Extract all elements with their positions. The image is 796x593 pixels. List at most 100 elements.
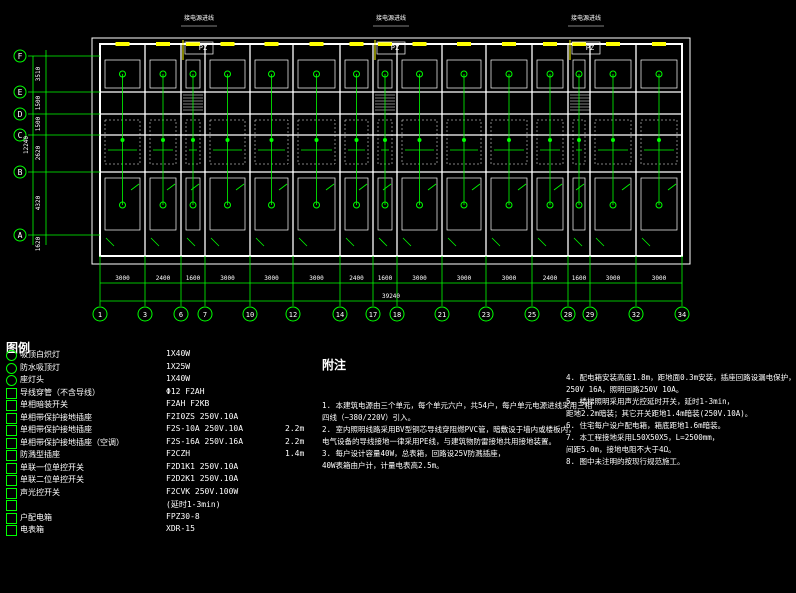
lamp-fixture [416,70,423,78]
room-box [297,119,336,165]
legend-symbol-icon [6,450,17,461]
legend-spec: F2CVK 250V.100W [166,486,239,496]
junction-dot [417,138,422,142]
window [186,42,200,46]
wire-branch [378,237,388,247]
wire-branch [517,183,527,191]
row-axis-circle [13,128,27,142]
window [412,42,427,46]
lamp-fixture [655,70,663,78]
wire-branch [491,237,501,247]
panel-box [184,41,214,55]
col-dim-label: 1600 [572,275,587,282]
legend-label: 单联一位单控开关 [20,462,84,472]
window [349,42,364,46]
wire-branch [166,183,176,191]
note-line: 3. 每户设计容量40W，总表箱，回路设25V防溅插座， [322,449,506,458]
wire-branch [358,183,368,191]
legend-label: 声光控开关 [20,487,60,497]
lamp-fixture [609,201,617,209]
wire-branch [471,183,481,191]
col-axis-label: 12 [289,311,297,319]
note-line: 间距5.0m，接地电阻不大于4Ω。 [566,445,676,454]
panel-label: PZ [391,44,399,52]
lamp-fixture [189,70,197,78]
col-axis-circle [242,306,258,322]
legend-spec: F2I0ZS 250V.10A [166,411,239,421]
wire-branch [621,183,631,191]
col-axis-circle [628,306,644,322]
note-line: 5. 楼梯照明采用声光控延时开关，延时1-3min， [566,397,735,406]
col-dim-label: 1600 [378,275,393,282]
col-axis-label: 34 [678,311,686,319]
junction-dot [120,138,125,142]
wire-branch [641,237,651,247]
legend-spec: F2S-10A 250V.10A [166,424,244,433]
legend-spec: F2CZH [166,449,191,458]
wire-branch [186,237,196,247]
row-dim-label: 4320 [35,195,42,210]
junction-dot [269,138,274,142]
col-dim-label: 3000 [412,275,427,282]
legend-symbol-icon [6,387,17,399]
row-axis-circle [13,165,27,179]
legend-label: 防溅型插座 [20,450,60,459]
legend-label: 单相带保护接地插座 [20,425,92,434]
wire-branch [553,183,563,191]
legend-label: 单相带保护接地插座（空调） [20,437,124,447]
col-axis-circle [137,306,153,322]
wire-branch [298,237,308,247]
junction-dot [462,138,466,142]
lamp-fixture [416,201,423,209]
col-dim-label: 3000 [220,275,235,282]
wire-branch [255,237,265,247]
note-line: 1. 本建筑电源由三个单元，每个单元六户，共54户，每户单元电源进线采用三相 [322,401,593,410]
wire-branch [573,237,583,247]
legend-extra: 1.4m [285,449,305,458]
wire-branch [190,183,200,191]
legend-extra: 2.2m [285,424,305,433]
lamp-fixture [381,70,389,78]
legend-spec: Φ12 F2AH [166,386,205,396]
wire-branch [537,237,547,247]
legend-spec: 1X40W [166,374,191,383]
note-line: 250V 16A，照明回路250V 10A。 [566,385,684,394]
legend-label: 户配电箱 [20,512,52,522]
window [606,42,620,46]
window [543,42,557,46]
legend-symbol-icon [6,400,17,411]
junction-dot [354,138,359,142]
row-axis-label: A [18,231,23,240]
col-axis-circle [582,306,598,322]
legend-label: 防水吸顶灯 [20,362,60,372]
legend-spec: XDR-15 [166,524,195,533]
col-total-label: 39240 [382,293,400,300]
legend-symbol-icon [6,437,17,449]
col-axis-label: 28 [564,311,572,319]
lamp-fixture [460,70,468,78]
row-axis-label: B [18,168,23,177]
col-axis-circle [560,306,576,322]
legend-label: 单相带保护接地插座 [20,412,92,422]
col-axis-label: 17 [369,311,377,319]
legend-label: 单相暗装开关 [20,400,68,409]
legend-spec: 1X25W [166,361,191,371]
col-dim-label: 2400 [543,275,558,282]
col-axis-circle [389,306,405,322]
legend-spec: F2S-16A 250V.16A [166,436,244,446]
col-axis-label: 29 [586,311,594,319]
wire-branch [575,183,585,191]
wire-branch [402,237,412,247]
col-axis-circle [434,306,450,322]
row-dim-label: 1500 [35,116,42,131]
row-total-label: 12240 [23,136,30,154]
col-axis-circle [674,306,690,322]
lamp-fixture [546,70,554,78]
legend-spec: F2D2K1 250V.10A [166,474,239,483]
lamp-fixture [460,201,468,209]
col-axis-label: 1 [98,311,102,319]
col-dim-label: 3000 [502,275,517,282]
wire-branch [130,183,140,191]
lamp-fixture [313,201,320,209]
